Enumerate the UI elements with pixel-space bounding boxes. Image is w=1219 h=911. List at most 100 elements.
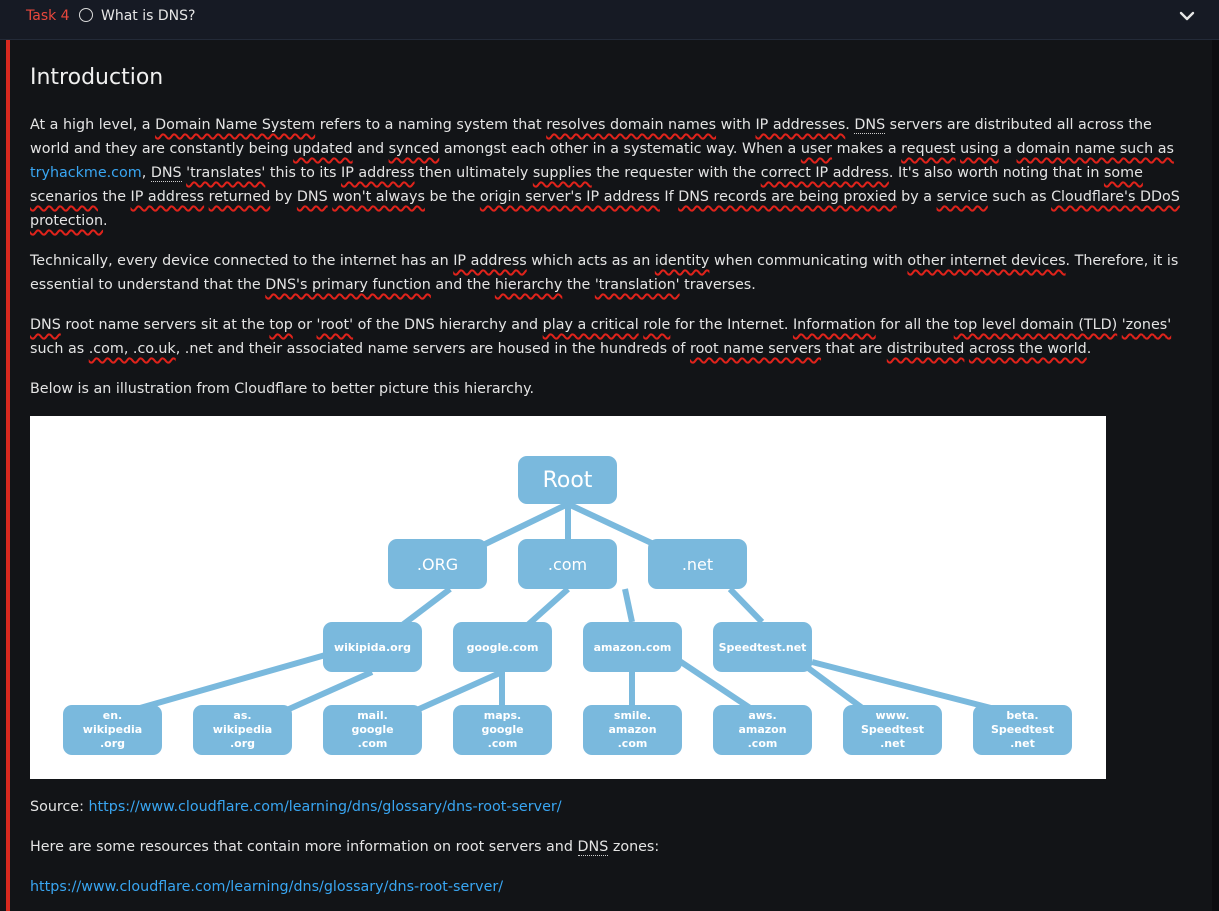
text: 'root' (316, 317, 354, 333)
text: service (936, 189, 988, 205)
text: be the (424, 189, 480, 205)
text: hierarchy (494, 277, 563, 293)
chevron-down-icon[interactable] (1178, 7, 1196, 25)
diagram-node-tld: .net (648, 539, 747, 589)
text: Domain Name System (155, 117, 316, 133)
text: IP address (130, 189, 205, 205)
diagram-node-domain: wikipida.org (323, 622, 422, 672)
text: which acts as an (526, 253, 655, 269)
diagram-node-subdomain: as. wikipedia .org (193, 705, 292, 755)
text: for the Internet. (670, 317, 793, 333)
text: supplies (532, 165, 592, 181)
text: that are (821, 341, 887, 357)
tryhackme-link[interactable]: tryhackme.com (30, 165, 142, 181)
text: and the (430, 277, 495, 293)
text: distributed (886, 341, 965, 357)
text: .com, .co.uk (88, 341, 176, 357)
diagram-node-subdomain: mail. google .com (323, 705, 422, 755)
text: root name servers (690, 341, 822, 357)
text: Technically, every device connected to t… (30, 253, 454, 269)
text: , (141, 165, 151, 181)
text: servers are distributed all across the w… (30, 117, 1152, 157)
text: 'zones' (1121, 317, 1172, 333)
text: for all the (875, 317, 954, 333)
text: across the world (968, 341, 1087, 357)
text: zones: (608, 839, 660, 855)
text: IP addresses (755, 117, 846, 133)
scrollbar-track[interactable] (1212, 40, 1219, 911)
paragraph-ip-identity: Technically, every device connected to t… (30, 249, 1195, 297)
resource-link[interactable]: https://www.cloudflare.com/learning/dns/… (30, 879, 504, 895)
text: updated (293, 141, 353, 157)
text: At a high level, a (30, 117, 156, 133)
text: refers to a naming system that (315, 117, 547, 133)
text: 'translation' (594, 277, 680, 293)
text: makes a (832, 141, 902, 157)
text: request (901, 141, 956, 157)
task-title: What is DNS? (101, 8, 196, 24)
diagram-node-subdomain: aws. amazon .com (713, 705, 812, 755)
diagram-node-domain: amazon.com (583, 622, 682, 672)
text: . (103, 213, 108, 229)
text: using (960, 141, 999, 157)
text: won't always (332, 189, 425, 205)
diagram-node-domain: Speedtest.net (713, 622, 812, 672)
text: top level domain (TLD) (953, 317, 1118, 333)
text: Here are some resources that contain mor… (30, 839, 578, 855)
text: and (352, 141, 389, 157)
text: with (716, 117, 756, 133)
task-accent-bar (6, 40, 10, 911)
text: such as (30, 341, 89, 357)
text: origin server's IP address (479, 189, 660, 205)
text: role (643, 317, 671, 333)
diagram-node-domain: google.com (453, 622, 552, 672)
text: or (292, 317, 317, 333)
diagram-node-subdomain: beta. Speedtest .net (973, 705, 1072, 755)
resources-intro: Here are some resources that contain mor… (30, 835, 1195, 859)
text: resolves domain names (546, 117, 717, 133)
diagram-node-root: Root (518, 456, 617, 504)
text: . (1086, 341, 1092, 357)
text: DNS's primary function (265, 277, 431, 293)
task-header[interactable]: Task 4 What is DNS? (0, 0, 1219, 40)
text: the requester with the (591, 165, 761, 181)
text: 'translates' (186, 165, 266, 181)
text: some scenarios (30, 165, 1143, 205)
text: by a (896, 189, 937, 205)
text: DNS (296, 189, 328, 205)
text: top (269, 317, 293, 333)
text: Information (792, 317, 876, 333)
text: . It's also worth noting that in (888, 165, 1104, 181)
resource-link-line: https://www.cloudflare.com/learning/dns/… (30, 875, 1195, 899)
source-label: Source: (30, 799, 89, 815)
text: . (845, 117, 855, 133)
section-heading: Introduction (30, 65, 164, 90)
text: If (659, 189, 679, 205)
source-line: Source: https://www.cloudflare.com/learn… (30, 795, 1195, 819)
text: DNS records are being proxied (678, 189, 897, 205)
diagram-node-subdomain: smile. amazon .com (583, 705, 682, 755)
diagram-node-subdomain: en. wikipedia .org (63, 705, 162, 755)
text: synced (388, 141, 440, 157)
text: Cloudflare's DDoS protection (30, 189, 1180, 229)
text: amongst each other in a systematic way. … (439, 141, 801, 157)
text: the (562, 277, 595, 293)
abbr-dns: DNS (854, 117, 886, 134)
diagram-node-tld: .ORG (388, 539, 487, 589)
paragraph-illustration-note: Below is an illustration from Cloudflare… (30, 381, 535, 397)
diagram-node-tld: .com (518, 539, 617, 589)
text: IP address (453, 253, 527, 269)
abbr-dns: DNS (150, 165, 182, 182)
text: DNS (30, 317, 61, 333)
diagram-connector-line (111, 645, 351, 719)
paragraph-intro: At a high level, a Domain Name System re… (30, 113, 1195, 233)
text: the (97, 189, 131, 205)
text: when communicating with (709, 253, 908, 269)
text: of the DNS hierarchy and (353, 317, 543, 333)
source-link[interactable]: https://www.cloudflare.com/learning/dns/… (88, 799, 562, 815)
text: identity (654, 253, 710, 269)
text: . Therefore, it is essential to understa… (30, 253, 1179, 293)
text: user (800, 141, 833, 157)
diagram-connector-line (622, 588, 635, 623)
text: a (998, 141, 1017, 157)
